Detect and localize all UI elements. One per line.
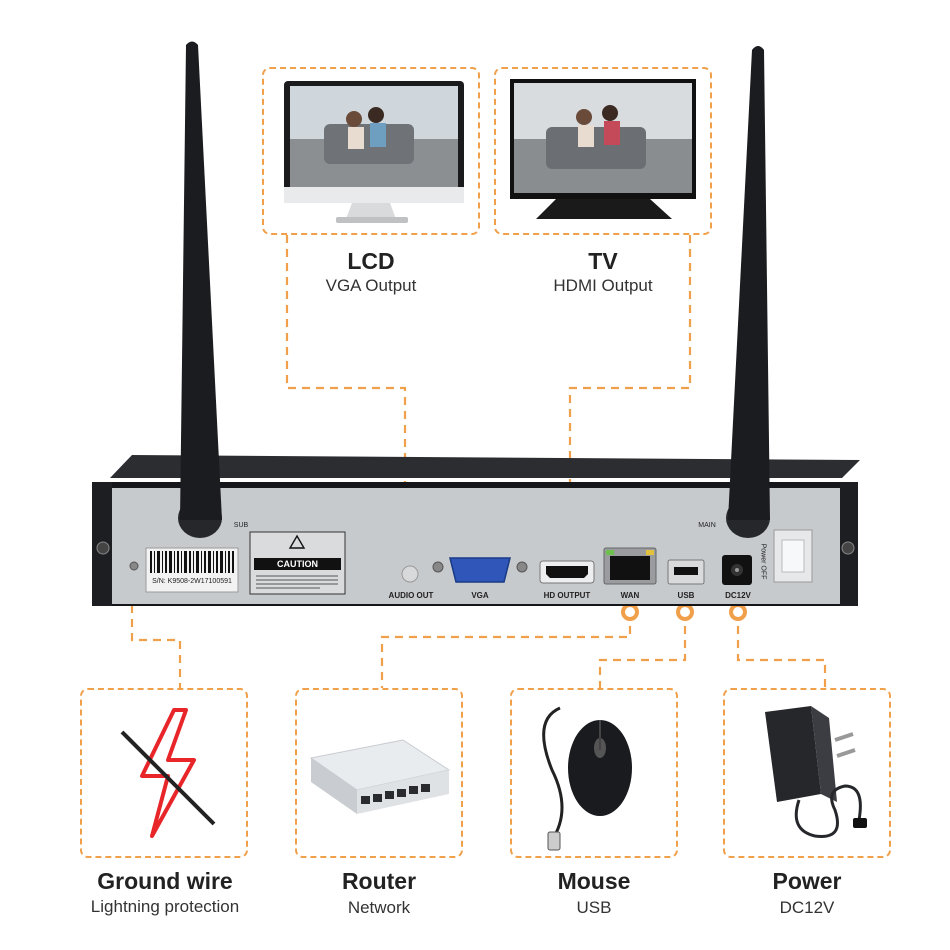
hd-output-label: HD OUTPUT bbox=[543, 591, 591, 600]
lcd-box bbox=[262, 67, 480, 235]
router-image bbox=[309, 739, 451, 814]
hdmi-port bbox=[546, 566, 588, 578]
mouse-subtitle: USB bbox=[576, 898, 612, 917]
vga-port bbox=[449, 557, 511, 583]
lightning-icon bbox=[120, 708, 216, 838]
router-subtitle: Network bbox=[347, 898, 411, 917]
chassis-top bbox=[110, 455, 860, 478]
lcd-subtitle: VGA Output bbox=[325, 276, 417, 295]
mouse-box bbox=[510, 688, 678, 858]
prohibited-icon bbox=[120, 730, 216, 826]
ground-title: Ground wire bbox=[97, 868, 233, 894]
wan-connector-line bbox=[380, 612, 632, 688]
power-box bbox=[723, 688, 891, 858]
tv-subtitle: HDMI Output bbox=[553, 276, 653, 295]
router-title: Router bbox=[341, 868, 417, 894]
serial-text: S/N: K9508-2W17100591 bbox=[152, 578, 232, 585]
audio-out-label: AUDIO OUT bbox=[388, 591, 434, 600]
main-antenna-label: MAIN bbox=[698, 522, 716, 529]
audio-out-port bbox=[401, 565, 419, 583]
caution-text: CAUTION bbox=[277, 559, 318, 569]
power-off-label: Power OFF bbox=[759, 543, 767, 580]
ground-box bbox=[80, 688, 248, 858]
main-antenna bbox=[728, 46, 770, 520]
power-connector-line bbox=[736, 612, 827, 688]
mouse-title: Mouse bbox=[557, 868, 631, 894]
left-screw-icon bbox=[96, 541, 110, 555]
ground-connector-line bbox=[130, 577, 182, 688]
right-screw-icon bbox=[841, 541, 855, 555]
lcd-title: LCD bbox=[347, 248, 395, 274]
wan-label: WAN bbox=[620, 591, 640, 600]
sub-antenna bbox=[180, 41, 222, 520]
power-title: Power bbox=[772, 868, 842, 894]
power-subtitle: DC12V bbox=[779, 898, 835, 917]
warning-icon bbox=[288, 534, 306, 549]
router-box bbox=[295, 688, 463, 858]
vga-label: VGA bbox=[471, 591, 489, 600]
barcode-icon bbox=[150, 551, 234, 573]
tv-monitor-image bbox=[510, 79, 696, 219]
tv-box bbox=[494, 67, 712, 235]
lcd-monitor-image bbox=[284, 81, 464, 223]
ground-subtitle: Lightning protection bbox=[90, 897, 240, 916]
dc12v-label: DC12V bbox=[725, 591, 751, 600]
sub-antenna-label: SUB bbox=[233, 522, 249, 529]
power-adapter-image bbox=[765, 706, 867, 838]
usb-label: USB bbox=[677, 591, 695, 600]
tv-title: TV bbox=[588, 248, 618, 274]
usb-connector-line bbox=[598, 612, 687, 688]
mouse-image bbox=[542, 706, 632, 851]
